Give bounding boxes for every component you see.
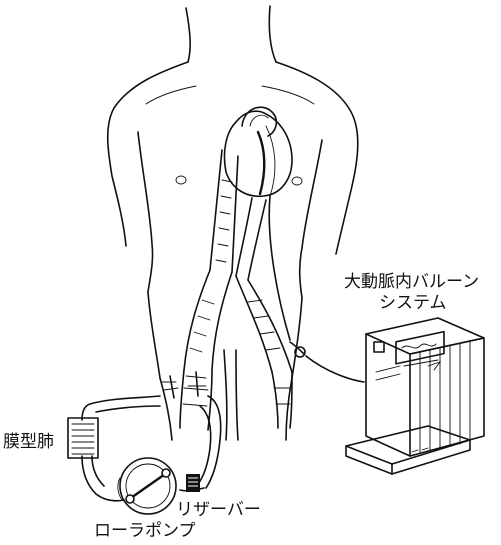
torso-outline bbox=[108, 6, 358, 440]
reservoir bbox=[186, 474, 200, 492]
label-iabp-system-line1: 大動脈内バルーン bbox=[344, 272, 479, 292]
oxygenator bbox=[68, 418, 98, 458]
label-iabp-system-line2: システム bbox=[379, 293, 447, 313]
label-oxygenator: 膜型肺 bbox=[3, 432, 54, 452]
label-reservoir: リザーバー bbox=[176, 500, 261, 520]
label-roller-pump: ローラポンプ bbox=[94, 521, 196, 541]
iabp-console bbox=[346, 318, 484, 474]
heart bbox=[224, 107, 292, 196]
roller-pump bbox=[118, 458, 176, 514]
